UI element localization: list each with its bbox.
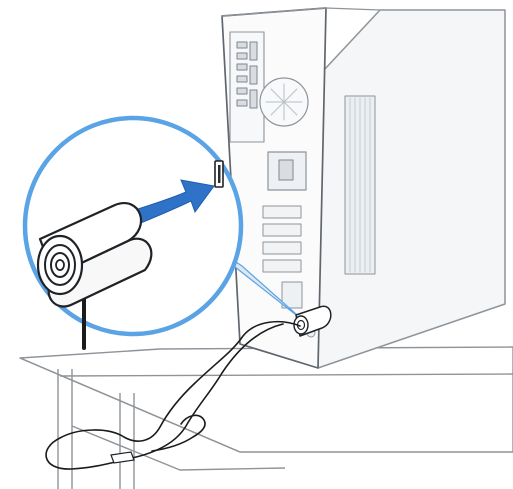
power-socket xyxy=(278,159,294,181)
security-cable-loop xyxy=(151,414,206,452)
side-vent-pattern xyxy=(349,97,371,273)
cable-crimp xyxy=(110,451,135,464)
desk-inner-line xyxy=(59,373,513,377)
io-panel xyxy=(229,31,265,143)
io-ports xyxy=(236,41,258,109)
installed-cable-lock xyxy=(293,305,332,337)
security-cable xyxy=(45,320,301,470)
desk-top xyxy=(19,346,513,453)
lock-face-ring-1 xyxy=(44,244,76,286)
lock-body-side xyxy=(47,237,153,308)
lock-face-center xyxy=(55,259,65,271)
desk-leg-left xyxy=(57,369,73,489)
security-slot-icon xyxy=(214,160,224,188)
desk xyxy=(19,346,513,489)
lock-face-ring-2 xyxy=(50,252,70,278)
cable-lock-icon xyxy=(36,202,153,350)
expansion-slots xyxy=(262,205,302,273)
tower-side xyxy=(309,9,506,369)
fan-grille-lines xyxy=(265,83,303,121)
lower-port-area xyxy=(281,281,303,309)
tower-top-edge xyxy=(221,7,381,17)
desk-front-edge xyxy=(19,357,241,453)
desk-lower-rail xyxy=(71,425,286,471)
computer-tower xyxy=(221,7,506,369)
